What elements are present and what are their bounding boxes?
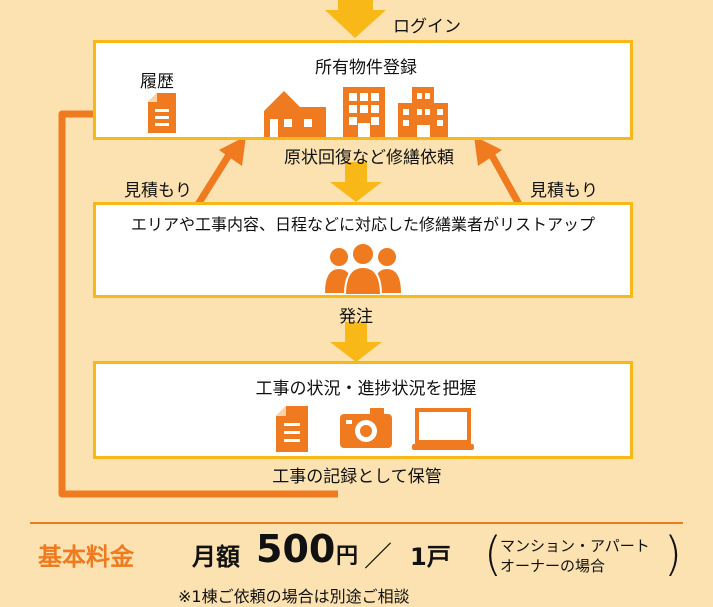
construction-progress-box: 工事の状況・進捗状況を把握 [93, 361, 633, 459]
construction-progress-title: 工事の状況・進捗状況を把握 [255, 379, 477, 399]
target-line1: マンション・アパート [500, 537, 650, 555]
history-document-icon [148, 93, 176, 133]
monthly-label: 月額 [192, 543, 240, 571]
price-amount: 500 [256, 527, 336, 571]
estimate-left-label: 見積もり [124, 181, 192, 201]
divider [30, 522, 683, 524]
building-icon [398, 87, 448, 137]
login-label: ログイン [393, 17, 461, 37]
property-registration-box: 所有物件登録 履歴 [93, 40, 633, 140]
archive-label: 工事の記録として保管 [272, 467, 442, 487]
contractor-list-title: エリアや工事内容、日程などに対応した修繕業者がリストアップ [130, 215, 596, 234]
estimate-right-label: 見積もり [530, 181, 598, 201]
target-close-paren: ) [664, 527, 682, 581]
target-open-paren: ( [484, 527, 502, 581]
estimate-left-arrow [194, 136, 246, 208]
property-registration-title: 所有物件登録 [315, 58, 417, 78]
per-unit-label: 1戸 [410, 543, 451, 571]
estimate-right-arrow [474, 136, 524, 208]
consultation-note: ※1棟ご依頼の場合は別途ご相談 [178, 587, 410, 606]
order-arrow [330, 322, 382, 362]
pricing-row: 基本料金 月額 500 円 ／ 1戸 ( マンション・アパート オーナーの場合 … [0, 527, 713, 587]
laptop-icon [412, 408, 474, 450]
basic-fee-label: 基本料金 [38, 543, 134, 571]
house-icon [264, 91, 326, 137]
repair-request-arrow [330, 162, 382, 202]
apartment-icon [343, 87, 385, 137]
document-icon [276, 406, 308, 452]
people-group-icon [325, 243, 401, 295]
yen-label: 円 [336, 544, 359, 569]
target-line2: オーナーの場合 [500, 557, 606, 575]
repair-request-label: 原状回復など修繕依頼 [284, 148, 454, 168]
history-label: 履歴 [140, 72, 174, 92]
contractor-list-box: エリアや工事内容、日程などに対応した修繕業者がリストアップ [93, 202, 633, 298]
slash: ／ [364, 540, 393, 573]
login-arrow [325, 0, 386, 38]
order-label: 発注 [339, 307, 373, 327]
camera-icon [340, 408, 392, 448]
